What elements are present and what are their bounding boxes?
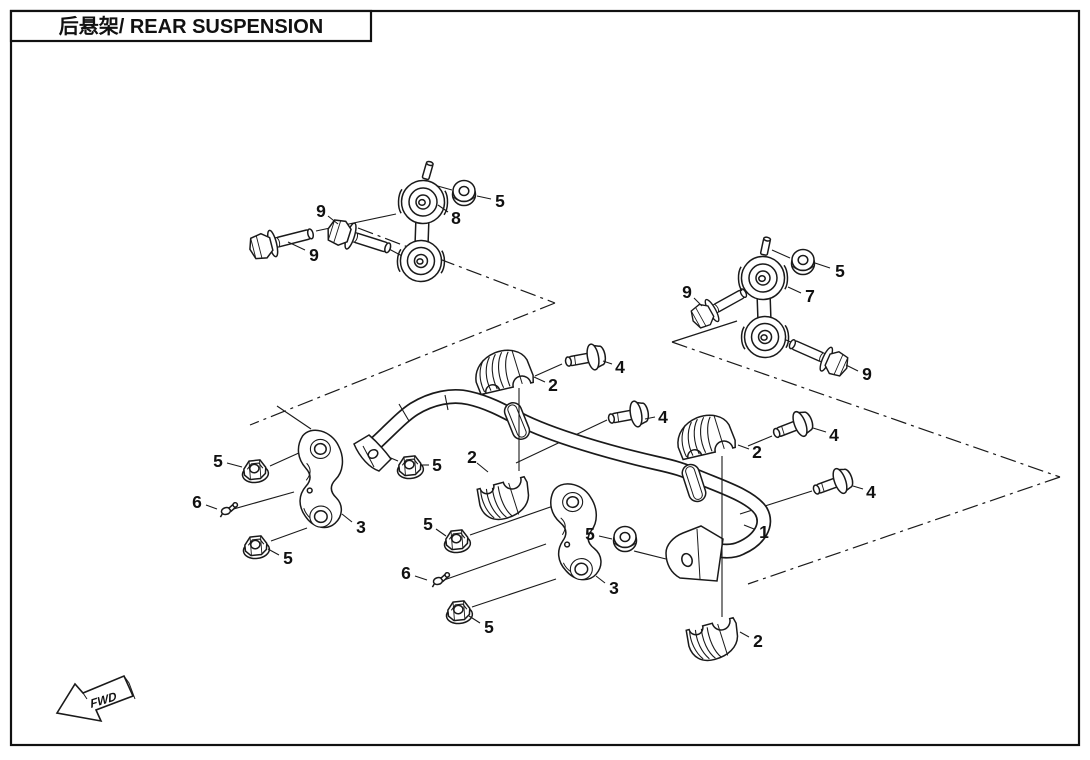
callout-part-3: 3 <box>609 578 619 598</box>
callout-part-4: 4 <box>866 482 876 502</box>
collar-nut-link-left <box>451 179 477 207</box>
callout-part-2: 2 <box>753 631 763 651</box>
callout-part-5: 5 <box>585 524 595 544</box>
bar-end-eyelet-right <box>665 525 724 582</box>
callout-part-1: 1 <box>759 522 769 542</box>
bar-bushing-collar-right <box>681 463 707 503</box>
callout-part-3: 3 <box>356 517 366 537</box>
callout-part-5: 5 <box>423 514 433 534</box>
callout-part-4: 4 <box>615 357 625 377</box>
collar-nut-bar-right <box>612 525 638 553</box>
callout-part-5: 5 <box>484 617 494 637</box>
callout-part-5: 5 <box>432 455 442 475</box>
callout-part-2: 2 <box>548 375 558 395</box>
collar-nut-link-right <box>790 248 816 276</box>
callout-part-9: 9 <box>316 201 326 221</box>
page-title: 后悬架/ REAR SUSPENSION <box>59 15 323 38</box>
page-border <box>9 9 1081 747</box>
bar-bend-cut-lines <box>398 394 449 422</box>
callout-part-9: 9 <box>309 245 319 265</box>
callout-part-8: 8 <box>451 208 461 228</box>
callout-part-6: 6 <box>401 563 411 583</box>
callout-part-5: 5 <box>835 261 845 281</box>
callout-part-2: 2 <box>467 447 477 467</box>
callout-part-9: 9 <box>862 364 872 384</box>
bar-end-eyelet-left <box>353 434 392 472</box>
callout-part-2: 2 <box>752 442 762 462</box>
callout-part-7: 7 <box>805 286 815 306</box>
clamp-alignment-lines <box>518 388 723 617</box>
stabilizer-bar <box>353 388 772 582</box>
callout-part-9: 9 <box>682 282 692 302</box>
callout-part-5: 5 <box>495 191 505 211</box>
title-block <box>9 9 373 43</box>
callout-part-4: 4 <box>829 425 839 445</box>
callout-part-5: 5 <box>213 451 223 471</box>
datum-lines <box>249 227 1061 585</box>
callout-part-5: 5 <box>283 548 293 568</box>
callout-part-4: 4 <box>658 407 668 427</box>
bar-bushing-collar-left <box>503 402 531 440</box>
callout-part-6: 6 <box>192 492 202 512</box>
callout-leaders <box>205 195 864 638</box>
